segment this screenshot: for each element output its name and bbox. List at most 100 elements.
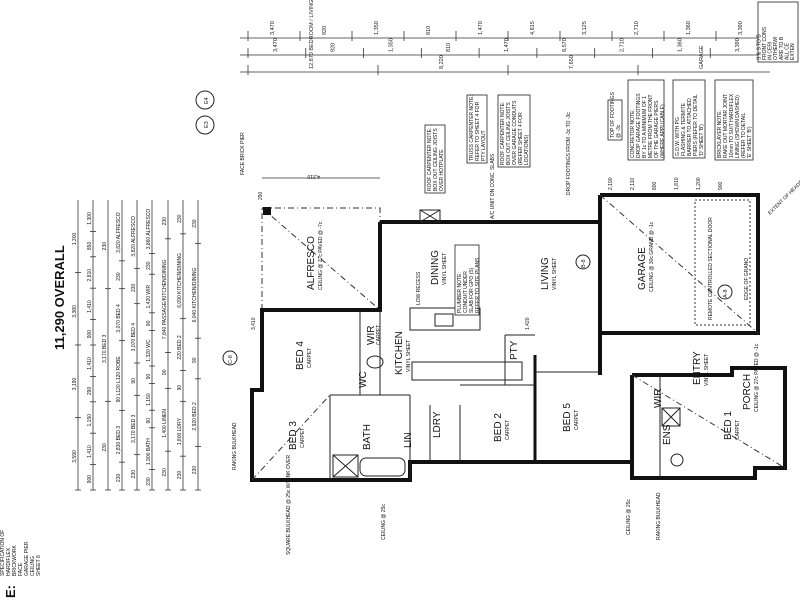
left-dimension-label: 6,090 KITCHEN/DINING — [177, 253, 183, 308]
left-dimension-label: 1,800 LDRY — [177, 417, 183, 445]
square-bulkhead-note: SQUARE BULKHEAD @ 25c W/BINK OVER — [286, 455, 292, 555]
note-bricklayer: 10mm TO SUIT HARDIFLEX — [729, 93, 735, 158]
garage-details — [251, 194, 786, 481]
left-dimension-label: 3,190 — [72, 378, 78, 391]
note-gdw: PIERS (REFER TO DETAIL — [693, 94, 699, 156]
room-pantry: PTY — [509, 340, 520, 360]
pty-dimension-label: 1,420 — [525, 317, 531, 330]
note-concretor: (WHERE APPLICABLE) — [660, 104, 666, 158]
top-dimension-label: 7,650 — [569, 55, 575, 69]
face-brick-pier-note: FACE BRICK PIER — [240, 132, 246, 175]
note-roof-carpenter-2: (REFER SHEET 4 FOR — [518, 112, 524, 165]
remote-door-note: REMOTE CONTROLLED SECTIONAL DOOR — [708, 217, 714, 320]
top-dimension-label: 3,390 — [738, 21, 744, 35]
top-dimension-label: 3,390 — [735, 38, 741, 52]
note-bricklayer: RAKE OUT MORTAR JOINT — [723, 94, 729, 158]
extent-of-header-note: EXTENT OF HEADER — [767, 176, 800, 216]
garage-dimension-label: 900 — [718, 181, 724, 190]
room-living: LIVING — [540, 257, 551, 290]
left-dimension-label: 1,410 — [87, 357, 93, 370]
left-dimension-label: 1,300 — [72, 233, 78, 246]
note-box — [627, 79, 665, 161]
room-alfresco: ALFRESCO — [306, 236, 317, 290]
left-dimension-label: 230 — [146, 477, 152, 486]
top-dimension-label: 8,570 — [562, 38, 568, 52]
note-gdw: FLASHING & TERMITE — [681, 102, 687, 156]
note-roof-carpenter-1: OVER HOTPLATE — [439, 149, 445, 191]
room-bed3: BED 3 — [288, 421, 299, 450]
marker-c8: C-8 — [228, 355, 234, 364]
general-note-line: ALL CE — [784, 42, 790, 60]
left-dimension-label: 3,070 BED 4 — [116, 304, 122, 333]
left-dimension-strings: 3,5903,1903,3801,3009001,4101,1502901,41… — [72, 173, 724, 491]
top-dimension-label: GARAGE — [699, 45, 705, 69]
fixtures — [332, 209, 684, 478]
raking-bulkhead-note: RAKING BULKHEAD — [656, 492, 662, 540]
note-box — [466, 94, 488, 164]
room-wir-bed1: WIR — [653, 389, 664, 408]
left-dimension-label: 1,400 LINEN — [162, 409, 168, 438]
garage-dimension-label: 2,190 — [608, 177, 614, 190]
room-dining: DINING — [430, 250, 441, 285]
left-dimension-label: 230 — [192, 466, 198, 475]
bed3-floor: CARPET — [300, 428, 306, 448]
top-dimension-label: 810 — [426, 26, 432, 35]
note-concretor: BY 1c TO A MINIMUM OF 1 — [642, 96, 648, 158]
note-truss-carpenter: REFER TO SHEET 4 FOR — [475, 101, 481, 161]
note-roof-carpenter-2: OVER GARAGE CONDUITS — [512, 100, 518, 165]
note-plumber: REFER TO SITE PLANS — [475, 257, 481, 313]
garage-dimension-label: 800 — [652, 181, 658, 190]
left-dimension-label: 3,170 BED 3 — [131, 414, 137, 443]
top-dimension-label: 1,350 — [374, 21, 380, 35]
left-dimension-label: 3,590 — [72, 450, 78, 463]
left-dimension-label: 3,380 — [72, 305, 78, 318]
general-note-line: IN CERI — [768, 42, 774, 60]
porch-ceiling-note: CEILING @ 27c PAVED @ -1c — [754, 343, 760, 412]
room-bed1: BED 1 — [723, 411, 734, 440]
kitchen-floor: VINYL SHEET — [406, 340, 412, 372]
left-dimension-label: 1,150 — [146, 393, 152, 406]
left-dimension-label: 90 — [146, 320, 152, 326]
note-truss-carpenter: TRUSS CARPENTER NOTE: — [469, 95, 475, 161]
room-garage: GARAGE — [637, 247, 648, 290]
note-roof-carpenter-2: ROOF CARPENTER NOTE: — [500, 102, 506, 165]
left-dimension-label: 90 — [177, 385, 183, 391]
entry-floor: VINYL SHEET — [704, 354, 710, 386]
top-dimension-label: 810 — [446, 43, 452, 52]
left-dimension-label: 230 — [102, 242, 108, 251]
left-dimension-label: 230 — [192, 219, 198, 228]
low-recess-note: LOW RECESS — [416, 271, 422, 305]
left-dimension-label: 230 — [146, 261, 152, 270]
note-gdw: BARRIER TO ATTACHED — [687, 98, 693, 156]
top-dimension-label: 2,710 — [620, 38, 626, 52]
general-note-line: S & S TO B — [756, 34, 762, 60]
note-concretor: METRE FROM THE FRONT — [648, 94, 654, 158]
general-note-line: EXTEN — [790, 43, 796, 60]
note-box — [672, 79, 706, 159]
room-bed4: BED 4 — [295, 341, 306, 370]
left-dimension-label: 90 — [146, 418, 152, 424]
note-concretor: OF THE GARAGE PIERS — [654, 100, 660, 158]
left-dimension-label: 230 — [162, 468, 168, 477]
note-concretor: CONCRETOR NOTE: — [630, 109, 636, 158]
left-dimension-label: 1,320 WC — [146, 339, 152, 362]
marker-a8: A-8 — [723, 289, 729, 298]
alfresco-dimension-label: 3,410 — [251, 317, 257, 330]
left-dimension-label: 230 — [131, 470, 137, 479]
left-dimension-label: 1,150 — [87, 414, 93, 427]
top-dimension-label: 2,710 — [634, 21, 640, 35]
top-dimension-label: 1,360 — [677, 38, 683, 52]
top-dimension-label: 920 — [331, 43, 337, 52]
left-dimension-label: 230 — [162, 217, 168, 226]
note-box — [497, 94, 531, 168]
general-note-line: FRONT CONS — [762, 26, 768, 60]
left-dimension-label: 1,410 — [87, 445, 93, 458]
left-dimension-label: 90 — [131, 378, 137, 384]
top-dimension-label: 920 — [322, 26, 328, 35]
top-dimension-label: 3,470 — [273, 38, 279, 52]
left-dimension-label: 1,900 BATH — [146, 438, 152, 465]
note-bricklayer: BRICKLAYER NOTE: — [717, 110, 723, 158]
left-dimension-label: 3,170 BED 3 — [102, 334, 108, 363]
